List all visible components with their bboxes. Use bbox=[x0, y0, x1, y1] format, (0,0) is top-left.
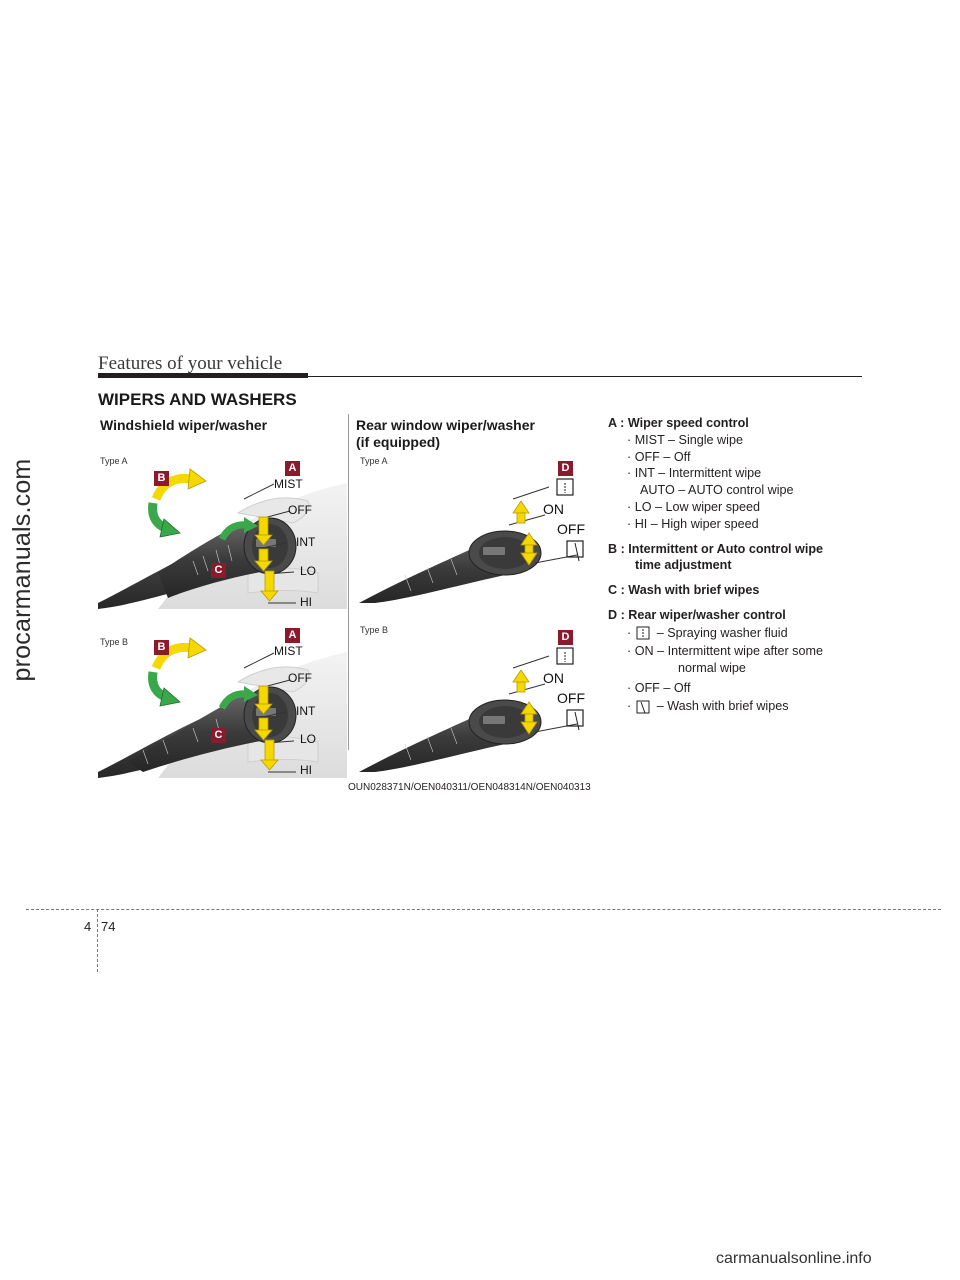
label-on: ON bbox=[543, 501, 564, 517]
wash-wipe-icon bbox=[636, 700, 650, 714]
washer-spray-icon bbox=[636, 626, 650, 640]
legend-d-item-on: · ON – Intermittent wipe after some bbox=[627, 643, 823, 658]
badge-d-b: D bbox=[558, 630, 573, 645]
label-lo-b: LO bbox=[300, 732, 317, 746]
bottom-watermark: carmanualsonline.info bbox=[716, 1250, 872, 1267]
legend: A : Wiper speed control · MIST – Single … bbox=[608, 415, 864, 716]
legend-d-title: D : Rear wiper/washer control bbox=[608, 607, 786, 622]
legend-a-item: · OFF – Off bbox=[627, 449, 691, 464]
rear-wiper-figure-type-b: Type B ON OFF D bbox=[355, 622, 600, 772]
badge-a: A bbox=[285, 461, 300, 476]
label-off-b: OFF bbox=[288, 671, 312, 685]
legend-d-item-off: · OFF – Off bbox=[627, 681, 691, 696]
badge-b-b: B bbox=[154, 640, 169, 655]
section-title: Features of your vehicle bbox=[98, 353, 283, 374]
label-rear-off: OFF bbox=[557, 521, 585, 537]
legend-d-item-wash: · – Wash with brief wipes bbox=[627, 699, 789, 714]
legend-a-item: · HI – High wiper speed bbox=[627, 516, 759, 531]
side-watermark: procarmanuals.com bbox=[8, 458, 36, 682]
legend-d-item-washer: · – Spraying washer fluid bbox=[627, 625, 788, 640]
page-heading: WIPERS AND WASHERS bbox=[98, 390, 297, 409]
rear-type-a-label: Type A bbox=[360, 456, 388, 466]
badge-d: D bbox=[558, 461, 573, 476]
label-hi-b: HI bbox=[300, 763, 312, 777]
rear-type-b-label: Type B bbox=[360, 625, 389, 635]
legend-d-item-on-line2: normal wipe bbox=[678, 660, 746, 675]
header-thick-rule bbox=[98, 373, 308, 378]
legend-b-title: B : Intermittent or Auto control wipe bbox=[608, 541, 824, 556]
legend-b-title-line2: time adjustment bbox=[635, 558, 732, 573]
rear-wiper-figure-type-a: Type A ON OFF D bbox=[355, 453, 600, 603]
label-lo: LO bbox=[300, 564, 317, 578]
badge-c: C bbox=[211, 563, 226, 578]
front-wiper-figure-type-b: Type B MIST OFF INT LO HI A B C bbox=[98, 622, 347, 778]
footer-dashed-rule bbox=[26, 909, 941, 910]
column-divider bbox=[348, 414, 349, 750]
chapter-number: 4 bbox=[84, 919, 92, 934]
page-number: 74 bbox=[101, 919, 116, 934]
legend-a-item: · MIST – Single wipe bbox=[627, 432, 743, 447]
legend-d-item-text: – Spraying washer fluid bbox=[656, 625, 788, 640]
label-int: INT bbox=[296, 535, 316, 549]
label-on-b: ON bbox=[543, 670, 564, 686]
legend-a-title: A : Wiper speed control bbox=[608, 416, 749, 430]
badge-c-b: C bbox=[211, 728, 226, 743]
type-b-label: Type B bbox=[100, 637, 129, 647]
label-int-b: INT bbox=[296, 704, 316, 718]
label-rear-off-b: OFF bbox=[557, 690, 585, 706]
front-wiper-figure-type-a: Type A MIST OFF INT LO HI A B C bbox=[98, 453, 347, 609]
windshield-title: Windshield wiper/washer bbox=[100, 417, 268, 433]
header-thin-rule bbox=[308, 376, 862, 377]
legend-a-item: · LO – Low wiper speed bbox=[627, 499, 761, 514]
badge-b: B bbox=[154, 471, 169, 486]
type-a-label: Type A bbox=[100, 456, 128, 466]
badge-a-b: A bbox=[285, 628, 300, 643]
legend-c-title: C : Wash with brief wipes bbox=[608, 583, 760, 598]
label-off: OFF bbox=[288, 503, 312, 517]
rear-title-line2: (if equipped) bbox=[356, 434, 440, 450]
legend-a-item: AUTO – AUTO control wipe bbox=[640, 483, 794, 498]
label-mist: MIST bbox=[274, 477, 303, 491]
legend-a-item: · INT – Intermittent wipe bbox=[627, 466, 762, 481]
label-mist-b: MIST bbox=[274, 644, 303, 658]
figure-caption: OUN028371N/OEN040311/OEN048314N/OEN04031… bbox=[348, 782, 591, 793]
footer-dashed-vertical bbox=[97, 909, 98, 972]
rear-title-line1: Rear window wiper/washer bbox=[356, 417, 535, 433]
label-hi: HI bbox=[300, 595, 312, 609]
legend-d-item-text: – Wash with brief wipes bbox=[656, 699, 789, 714]
